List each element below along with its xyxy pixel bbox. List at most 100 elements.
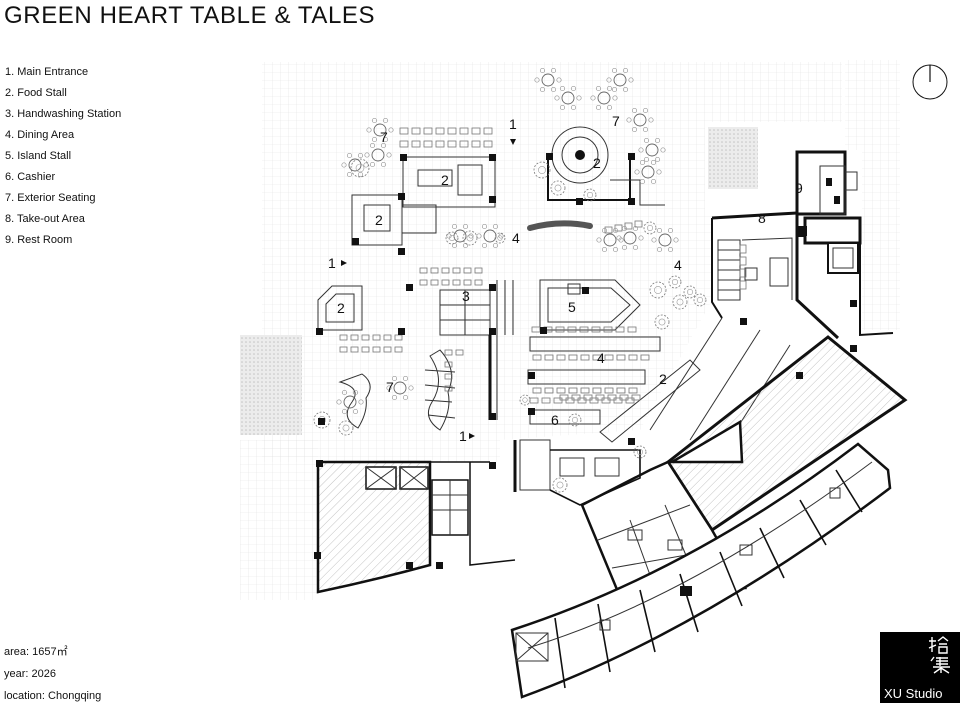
chair [639,159,646,166]
food-stall-round [547,126,665,206]
chair [361,334,370,341]
tree-core [342,424,350,432]
tree-core [671,278,678,285]
chair [423,127,433,135]
legend-item: 1. Main Entrance [5,66,89,78]
chair [452,267,461,274]
chair [612,95,618,101]
handwashing-station [439,280,514,420]
chair [631,107,638,114]
plan-label-main-entrance: 1 [509,116,517,132]
column [850,345,857,352]
chair [544,387,554,394]
chair [554,95,560,101]
legend: 1. Main Entrance 2. Food Stall 3. Handwa… [5,62,121,251]
tree-core [571,416,578,423]
chair [611,86,618,93]
paved-square [708,127,758,189]
chair [656,246,663,253]
chair [654,137,661,144]
chair [591,326,601,333]
chair [411,140,421,148]
chair [631,394,641,401]
chair [580,354,590,361]
chair [462,223,469,230]
chair [577,397,587,404]
chair [622,67,629,74]
chair [739,280,747,290]
chair [339,346,348,353]
chair [667,227,674,234]
chair [419,279,428,286]
chair [399,140,409,148]
tree-core [556,481,564,489]
chair [604,387,614,394]
chair [632,225,639,232]
column [489,196,496,203]
plan-label-food-stall: 2 [593,155,601,171]
plan-label-cashier: 6 [551,412,559,428]
chair [595,85,602,92]
chair [606,77,612,83]
chair [366,127,372,133]
column [400,154,407,161]
chair [648,117,654,123]
tree [552,477,568,493]
chair [559,85,566,92]
tree-core [654,286,662,294]
legend-item: 7. Exterior Seating [5,192,96,204]
column [797,230,804,237]
chair [616,387,626,394]
chair [639,178,646,185]
chair [539,67,546,74]
chair [580,387,590,394]
chair [556,387,566,394]
legend-item: 9. Rest Room [5,234,73,246]
chair [628,354,638,361]
column [740,318,747,325]
chair [468,233,474,239]
chair [595,104,602,111]
tree [649,281,667,299]
chair [371,136,378,143]
tree [550,180,566,196]
plan-label-handwashing-station: 3 [462,288,470,304]
chair [632,244,639,251]
logo-glyphs [928,636,950,674]
legend-item: 2. Food Stall [5,87,67,99]
column [796,372,803,379]
chair [625,397,635,404]
chair [435,140,445,148]
chair [444,373,453,380]
chair [656,227,663,234]
column [582,287,589,294]
tree [350,158,370,178]
table [597,91,611,105]
chair [568,387,578,394]
plan-label-take-out-area: 8 [758,210,766,226]
chair [446,233,452,239]
tree [494,232,506,244]
chair [612,227,619,234]
plan-label-exterior-seating: 7 [380,129,388,145]
chair [371,117,378,124]
chair [604,354,614,361]
chair [476,233,482,239]
chair [402,394,409,401]
chair [601,397,611,404]
food-stall-west [351,194,437,246]
chair [616,354,626,361]
tree [313,411,331,429]
chair [638,235,644,241]
table [393,381,407,395]
chair [643,156,650,163]
plan-label-food-stall: 2 [337,300,345,316]
chair [553,397,563,404]
project-location: location: Chongqing [4,690,102,702]
chair [638,147,644,153]
legend-item: 3. Handwashing Station [5,108,122,120]
chair [643,137,650,144]
chair [621,225,628,232]
chair [651,237,657,243]
chair [622,86,629,93]
